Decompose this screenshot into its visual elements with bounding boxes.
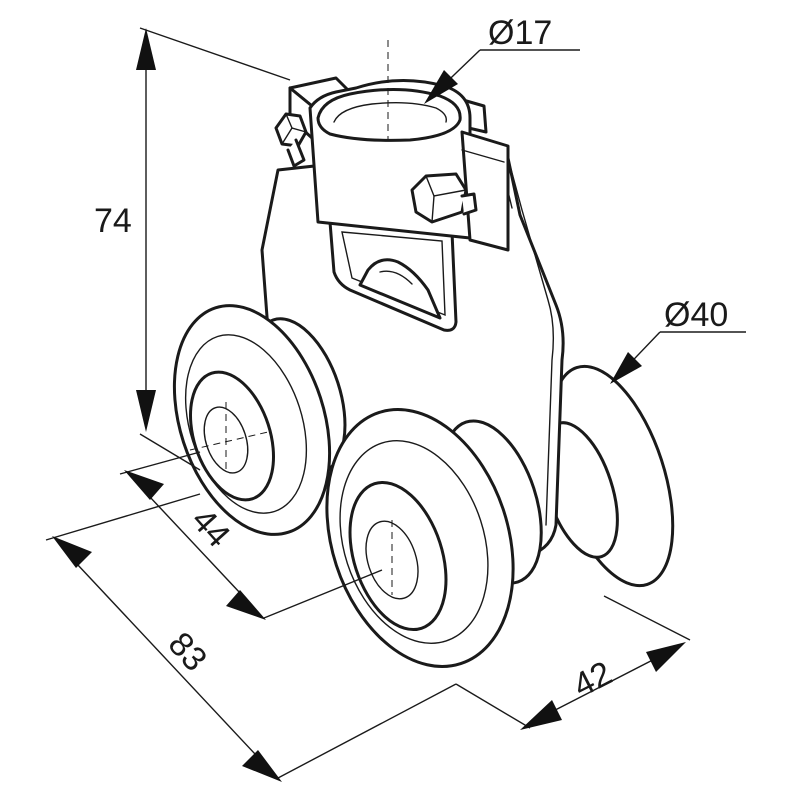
plate-window <box>328 220 458 332</box>
dimension-wheel-spacing-arrow-top <box>124 470 164 500</box>
dimension-pipe-diameter: Ø17 <box>424 14 580 104</box>
front-left-wheel <box>172 304 347 536</box>
dimension-total-length-label: 83 <box>161 625 215 679</box>
dimension-height-arrow-top <box>136 28 156 70</box>
dimension-wheel-diameter: Ø40 <box>610 296 746 384</box>
rear-right-wheel <box>541 364 675 588</box>
dimension-wheel-spacing-arrow-bottom <box>226 590 266 620</box>
dimension-pipe-diameter-label: Ø17 <box>488 14 552 52</box>
dimension-pipe-diameter-arrow <box>424 70 458 104</box>
center-lines <box>189 40 393 595</box>
dimension-wheel-diameter-arrow <box>610 352 642 384</box>
dimension-total-length-arrow-top <box>52 536 92 568</box>
dimension-width-arrow-left <box>520 700 562 730</box>
clamp-bolt-left <box>274 112 308 168</box>
dimension-height-label: 74 <box>94 202 132 240</box>
front-right-wheel <box>325 408 543 668</box>
dimension-width-arrow-right <box>646 642 686 672</box>
clamp-bolt-right <box>410 172 478 224</box>
dimension-wheel-diameter-label: Ø40 <box>664 296 728 334</box>
dimension-height: 74 <box>94 27 291 471</box>
dimension-width-label: 42 <box>567 654 618 705</box>
dimension-height-arrow-bottom <box>136 390 156 432</box>
dimension-total-length-arrow-bottom <box>242 750 282 782</box>
